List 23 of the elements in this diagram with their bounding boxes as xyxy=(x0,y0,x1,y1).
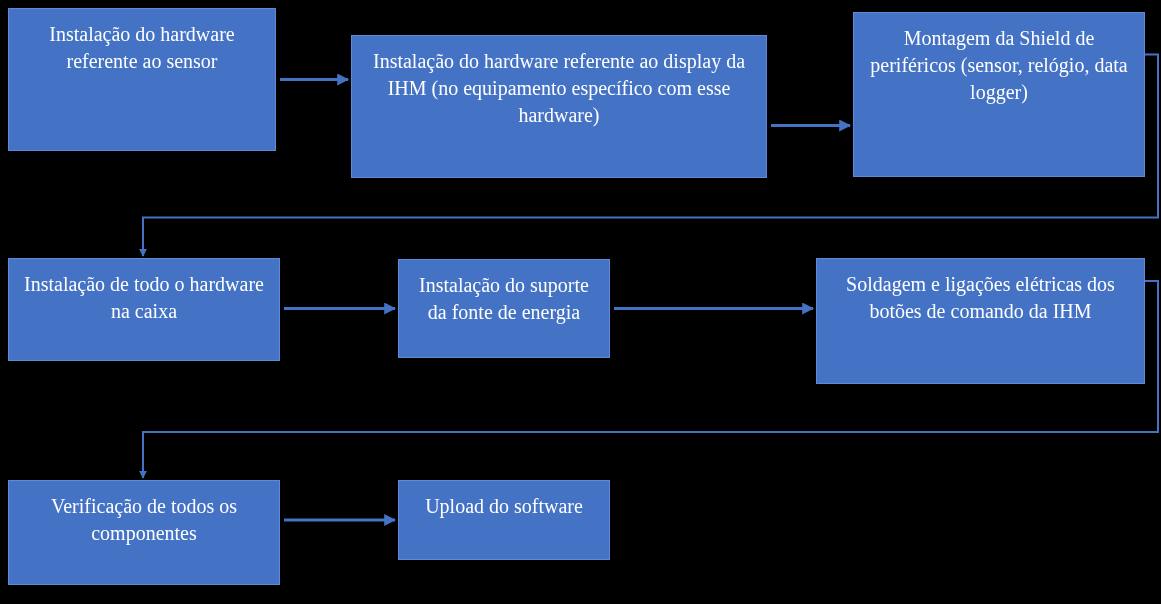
process-box xyxy=(853,12,1145,177)
step-text: Upload do software xyxy=(425,494,583,520)
process-box xyxy=(816,258,1145,384)
process-box xyxy=(8,480,280,585)
step-text: Instalação de todo o hardware na caixa xyxy=(23,272,265,324)
process-box xyxy=(398,259,610,358)
step-text: Verificação de todos os componentes xyxy=(49,494,238,547)
arrow xyxy=(614,302,815,315)
process-box xyxy=(398,480,610,560)
arrow xyxy=(280,73,350,86)
step-text: Instalação do hardware referente ao sensor xyxy=(48,22,236,74)
step-text: Montagem da Shield de periféricos (sensor, relógio, data logger) xyxy=(869,26,1129,106)
arrow xyxy=(284,302,397,315)
arrow xyxy=(139,280,1159,479)
process-box xyxy=(351,35,767,178)
arrow xyxy=(284,514,397,526)
process-box xyxy=(8,8,276,151)
arrow xyxy=(771,119,852,132)
arrow xyxy=(139,53,1159,257)
step-text: Soldagem e ligações elétricas dos botões de comando da IHM xyxy=(845,272,1116,324)
step-text: Instalação do suporte da fonte de energia xyxy=(418,273,590,326)
step-text: Instalação do hardware referente ao display da IHM (no equipamento específico com esse hardware) xyxy=(372,49,746,129)
process-box xyxy=(8,258,280,361)
